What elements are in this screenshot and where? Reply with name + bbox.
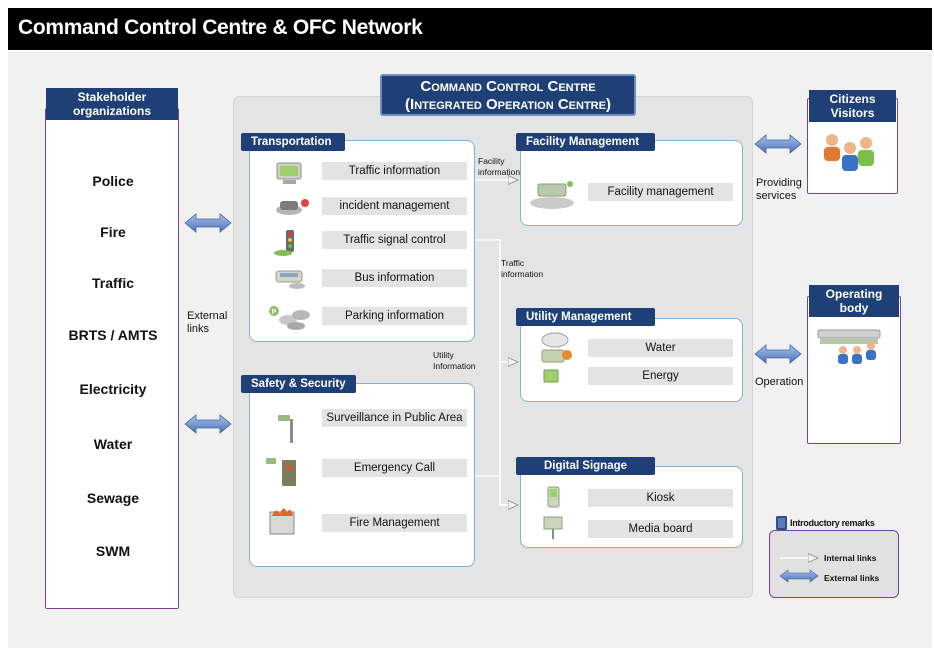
stakeholder-heading: Stakeholder organizations	[46, 88, 178, 120]
legend-title: Introductory remarks	[790, 518, 875, 528]
title-bar: Command Control Centre & OFC Network	[8, 8, 932, 50]
item-fire-management: Fire Management	[322, 514, 467, 532]
stakeholder-traffic: Traffic	[91, 275, 134, 291]
stakeholder-electricity: Electricity	[79, 381, 147, 397]
item-bus-information: Bus information	[322, 269, 467, 287]
transportation-heading: Transportation	[241, 133, 345, 151]
facility-heading: Facility Management	[516, 133, 655, 151]
stakeholder-panel: Police Fire Traffic BRTS / AMTS Electric…	[45, 108, 179, 609]
operating-panel	[807, 296, 901, 444]
item-media-board: Media board	[588, 520, 733, 538]
ioc-title-line2: (Integrated Operation Centre)	[405, 96, 611, 113]
utility-heading: Utility Management	[516, 308, 655, 326]
legend-internal-label: Internal links	[824, 553, 877, 563]
item-traffic-signal-control: Traffic signal control	[322, 231, 467, 249]
citizens-heading: Citizens Visitors	[809, 90, 896, 122]
legend-external-label: External links	[824, 573, 880, 583]
ioc-title-line1: Command Control Centre	[420, 78, 596, 95]
item-surveillance: Surveillance in Public Area	[322, 409, 467, 427]
legend-box	[769, 530, 899, 598]
item-traffic-information: Traffic information	[322, 162, 467, 180]
item-facility-management: Facility management	[588, 183, 733, 201]
stakeholder-sewage: Sewage	[86, 490, 140, 506]
stakeholder-swm: SWM	[95, 543, 131, 559]
operating-heading: Operating body	[809, 285, 899, 317]
item-incident-management: incident management	[322, 197, 467, 215]
flow-label-facility-information: Facility information	[478, 156, 521, 177]
stakeholder-brts-amts: BRTS / AMTS	[68, 327, 158, 343]
signage-heading: Digital Signage	[516, 457, 655, 475]
operation-label: Operation	[755, 376, 804, 388]
stakeholder-police: Police	[92, 173, 134, 189]
flow-label-utility-information: Utility Information	[433, 350, 476, 371]
flow-label-traffic-information: Traffic information	[501, 258, 544, 279]
stakeholder-fire: Fire	[100, 224, 126, 240]
utility-box	[520, 318, 743, 402]
item-kiosk: Kiosk	[588, 489, 733, 507]
item-parking-information: Parking information	[322, 307, 467, 325]
item-water: Water	[588, 339, 733, 357]
stakeholder-water: Water	[93, 436, 133, 452]
page-title: Command Control Centre & OFC Network	[18, 16, 423, 39]
safety-heading: Safety & Security	[241, 375, 356, 393]
external-links-label: External links	[187, 310, 228, 335]
item-energy: Energy	[588, 367, 733, 385]
ioc-title: Command Control Centre (Integrated Opera…	[380, 74, 636, 116]
providing-services-label: Providing services	[756, 177, 802, 202]
item-emergency-call: Emergency Call	[322, 459, 467, 477]
